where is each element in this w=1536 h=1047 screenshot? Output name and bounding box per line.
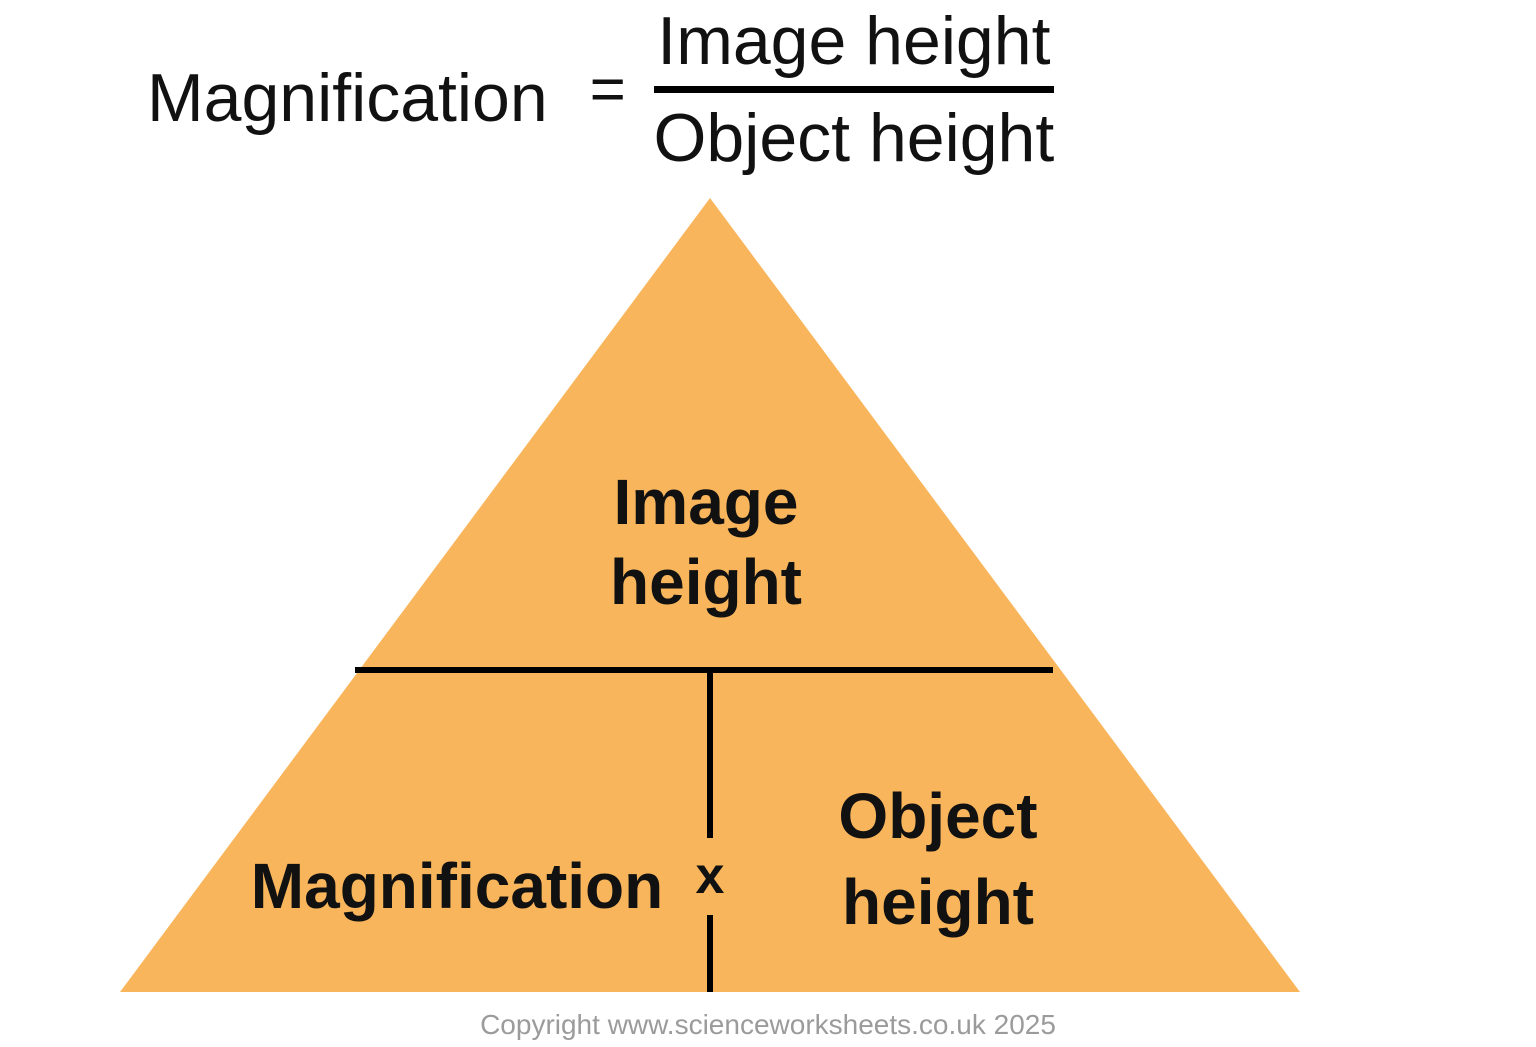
magnification-formula: Magnification = Image height Object heig… <box>147 2 1066 177</box>
equals-sign: = <box>589 54 626 124</box>
object-height-line1: Object <box>838 780 1038 852</box>
formula-lhs: Magnification <box>147 59 548 136</box>
object-height-line2: height <box>842 866 1034 938</box>
triangle-vertical-divider-lower <box>707 915 713 992</box>
copyright-text: Copyright www.scienceworksheets.co.uk 20… <box>480 1009 1056 1040</box>
multiply-symbol: x <box>695 847 725 905</box>
triangle-horizontal-divider <box>355 667 1053 673</box>
triangle-vertical-divider-upper <box>707 673 713 838</box>
fraction-numerator: Image height <box>657 3 1051 79</box>
image-height-line1: Image <box>613 466 799 538</box>
fraction-denominator: Object height <box>653 86 1055 177</box>
image-height-line2: height <box>610 546 802 618</box>
magnification-label: Magnification <box>250 850 664 922</box>
image-height-label: Image height <box>506 462 906 622</box>
object-height-label: Object height <box>738 773 1138 945</box>
formula-fraction: Image height Object height <box>642 2 1066 177</box>
